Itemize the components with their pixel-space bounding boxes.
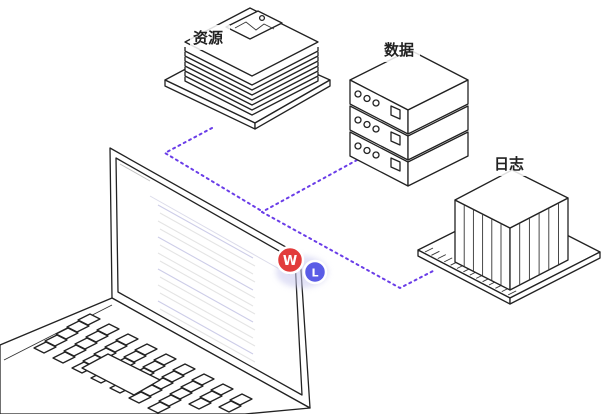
led-icon bbox=[363, 146, 371, 155]
server-unit bbox=[349, 131, 469, 187]
connector-lines bbox=[162, 127, 436, 290]
server-unit bbox=[349, 79, 469, 135]
badges: W L bbox=[275, 245, 328, 288]
keyboard-key bbox=[33, 341, 57, 354]
log-building-icon bbox=[417, 169, 601, 305]
connector-resources-to-laptop bbox=[162, 127, 261, 211]
document-stack-icon bbox=[164, 7, 331, 130]
svg-text:L: L bbox=[311, 267, 318, 280]
server-unit bbox=[349, 105, 469, 161]
label-data: 数据 bbox=[380, 38, 420, 62]
led-icon bbox=[372, 99, 380, 107]
trackpad bbox=[81, 353, 161, 396]
data-label: 数据 bbox=[384, 41, 414, 59]
label-resources: 资源 bbox=[190, 25, 230, 50]
keyboard-key bbox=[218, 400, 242, 413]
resources-label: 资源 bbox=[193, 29, 223, 47]
label-logs: 日志 bbox=[490, 150, 530, 176]
server-rack-icon bbox=[349, 49, 469, 187]
led-icon bbox=[372, 125, 380, 133]
keyboard-key bbox=[188, 397, 212, 410]
led-icon bbox=[372, 151, 380, 159]
keyboard-key bbox=[52, 351, 76, 364]
picture-icon bbox=[225, 10, 283, 40]
svg-text:W: W bbox=[283, 254, 297, 269]
screen-content bbox=[119, 163, 291, 363]
logs-label: 日志 bbox=[494, 155, 524, 173]
led-icon bbox=[354, 142, 362, 150]
led-icon bbox=[363, 120, 371, 129]
led-icon bbox=[354, 90, 362, 98]
badge-l: L bbox=[302, 259, 328, 285]
led-icon bbox=[363, 94, 371, 103]
badge-w: W bbox=[275, 245, 305, 275]
keyboard-key bbox=[147, 401, 171, 414]
connector-logs-to-laptop bbox=[261, 211, 436, 290]
laptop-icon bbox=[0, 147, 311, 414]
led-icon bbox=[354, 116, 362, 124]
connector-data-to-laptop bbox=[261, 159, 358, 213]
